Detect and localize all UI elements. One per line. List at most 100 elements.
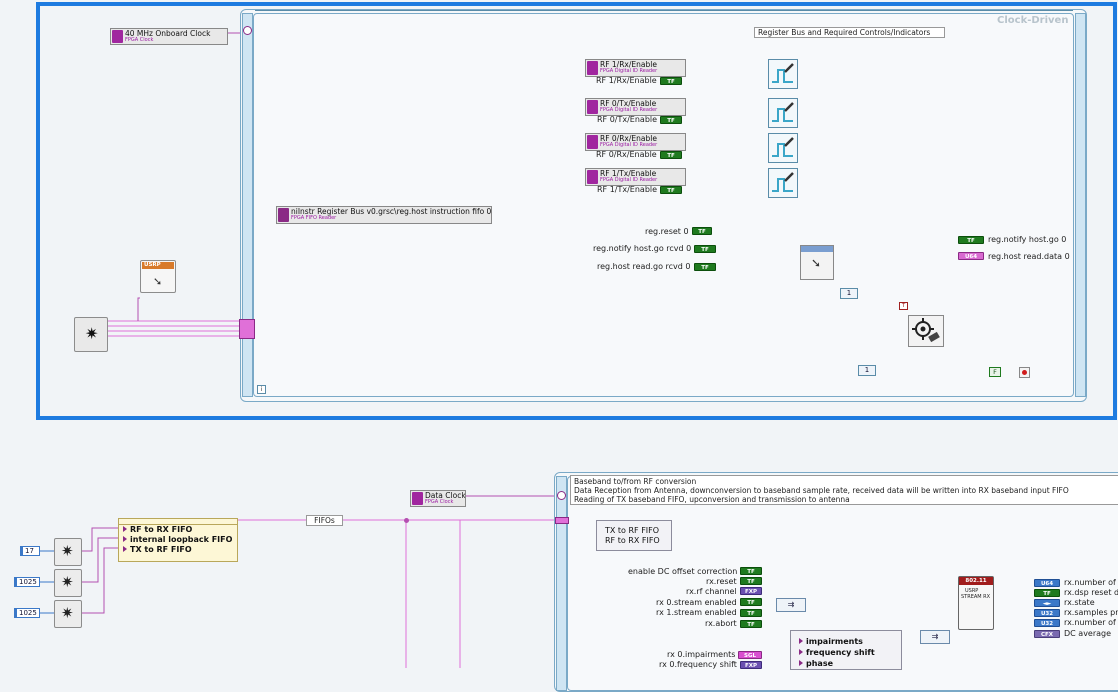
reg-indicator-terminal[interactable]: U64 (958, 252, 984, 260)
reg-control-terminal[interactable]: TF (694, 263, 716, 271)
id-reader-rf1-tx[interactable]: RF 1/Tx/Enable FPGA Digital ID Reader (585, 168, 686, 186)
bundle-item: internal loopback FIFO (123, 535, 232, 544)
rx-control-label: rx.abort (705, 619, 737, 628)
loop-left-bar (242, 13, 253, 397)
register-arrow-icon: ➘ (153, 275, 163, 288)
fifo-reader-title: niInstr Register Bus v0.grsc\reg.host in… (291, 207, 492, 216)
rx-indicator-terminal[interactable]: U32 (1034, 619, 1060, 627)
loop-tunnel-cluster (239, 319, 255, 339)
data-clock-node[interactable]: Data Clock FPGA Clock (410, 490, 466, 507)
rx-control-terminal[interactable]: TF (740, 567, 762, 575)
stop-icon (1022, 370, 1027, 375)
rx-control-label: enable DC offset correction (628, 567, 738, 576)
stream-enable-bundle[interactable]: ⇉ (776, 598, 806, 612)
fifo-create-node[interactable]: ✷ (54, 538, 82, 566)
id-reader-output-label: RF 1/Rx/Enable (596, 76, 657, 85)
id-reader-rf0-tx[interactable]: RF 0/Tx/Enable FPGA Digital ID Reader (585, 98, 686, 116)
id-reader-output-label: RF 0/Rx/Enable (596, 150, 657, 159)
usrp-register-node[interactable]: USRP ➘ (140, 260, 176, 293)
id-reader-title: RF 1/Tx/Enable (600, 169, 657, 178)
stop-condition-terminal[interactable] (1019, 367, 1030, 378)
fifo-reader-subtitle: FPGA FIFO Reader (291, 215, 337, 221)
fifo-create-node[interactable]: ✷ (54, 569, 82, 597)
register-target-vi[interactable] (908, 315, 944, 347)
loop-clock-terminal[interactable] (243, 26, 252, 35)
baseband-comment[interactable]: Baseband to/from RF conversion Data Rece… (570, 475, 1118, 505)
id-reader-output-terminal[interactable]: TF (660, 151, 682, 159)
id-reader-rf1-rx[interactable]: RF 1/Rx/Enable FPGA Digital ID Reader (585, 59, 686, 77)
selection-highlight (36, 2, 1117, 420)
id-reader-output-terminal[interactable]: TF (660, 77, 682, 85)
id-reader-output-label: RF 1/Tx/Enable (597, 185, 658, 194)
reg-control-terminal[interactable]: TF (692, 227, 712, 235)
rx-indicator-terminal[interactable]: U32 (1034, 609, 1060, 617)
write-enable-vi[interactable] (768, 133, 798, 163)
reg-control-label: reg.notify host.go rcvd 0 (593, 244, 692, 253)
write-enable-vi[interactable] (768, 98, 798, 128)
comment-line: Data Reception from Antenna, downconvers… (574, 486, 1069, 495)
rx-control-terminal[interactable]: TF (740, 577, 762, 585)
rx-indicator-terminal[interactable]: CFX (1034, 630, 1060, 638)
impairments-bundle[interactable]: ⇉ (920, 630, 950, 644)
error-stop-terminal[interactable]: T (899, 302, 908, 310)
register-bus-handler-vi[interactable]: ➘ (800, 245, 834, 280)
rx-control-terminal[interactable]: TF (740, 620, 762, 628)
rx-control-terminal[interactable]: TF (740, 598, 762, 606)
comment-line: Baseband to/from RF conversion (574, 477, 697, 486)
unbundle-item: TX to RF FIFO (605, 526, 660, 535)
rx-control-terminal[interactable]: TF (740, 609, 762, 617)
id-reader-output-terminal[interactable]: TF (660, 116, 682, 124)
reg-indicator-terminal[interactable]: TF (958, 236, 984, 244)
write-enable-vi[interactable] (768, 59, 798, 89)
bundle-item: TX to RF FIFO (123, 545, 192, 554)
id-reader-subtitle: FPGA Digital ID Reader (600, 107, 658, 113)
fifo-stack-icon: ✷ (61, 542, 74, 560)
wire-junction (404, 518, 409, 523)
id-reader-rf0-rx[interactable]: RF 0/Rx/Enable FPGA Digital ID Reader (585, 133, 686, 151)
bundle-item-label: TX to RF FIFO (130, 545, 192, 554)
register-bus-comment[interactable]: Register Bus and Required Controls/Indic… (754, 27, 945, 38)
fifos-wire-label[interactable]: FIFOs (306, 515, 343, 526)
shift-register-right[interactable]: 1 (858, 365, 876, 376)
clock-icon (412, 492, 423, 505)
fifo-reader-node[interactable]: niInstr Register Bus v0.grsc\reg.host in… (276, 206, 492, 224)
id-reader-subtitle: FPGA Digital ID Reader (600, 142, 658, 148)
impairment-item-label: impairments (806, 637, 863, 646)
fifo-depth-constant[interactable]: 1025 (14, 608, 40, 618)
pulse-pen-icon (772, 172, 794, 192)
rx-indicator-terminal[interactable]: ◄► (1034, 599, 1060, 607)
reg-control-label: reg.reset 0 (645, 227, 689, 236)
rx-control-label: rx 1.stream enabled (656, 608, 737, 617)
baseband-tunnel (555, 517, 569, 524)
baseband-loop-clock-terminal[interactable] (557, 491, 566, 500)
asterisk-icon: ✷ (85, 324, 99, 343)
shift-register-left[interactable]: 1 (840, 288, 858, 299)
fifo-bundle-cluster[interactable]: RF to RX FIFO internal loopback FIFO TX … (118, 518, 238, 562)
rx-control-label: rx 0.stream enabled (656, 598, 737, 607)
usrp-stream-rx-vi[interactable]: 802.11 USRP STREAM RX (958, 576, 994, 630)
rx-control-label: rx 0.frequency shift (659, 660, 737, 669)
fifo-create-node[interactable]: ✷ (54, 600, 82, 628)
bundle-item: RF to RX FIFO (123, 525, 192, 534)
false-constant[interactable]: F (989, 367, 1001, 377)
pulse-pen-icon (772, 137, 794, 157)
fifo-stack-icon: ✷ (61, 604, 74, 622)
rx-indicator-terminal[interactable]: TF (1034, 589, 1060, 597)
id-reader-title: RF 1/Rx/Enable (600, 60, 657, 69)
write-enable-vi[interactable] (768, 168, 798, 198)
fifo-unbundle[interactable]: TX to RF FIFO RF to RX FIFO (596, 520, 672, 551)
false-constant-label: F (993, 368, 997, 376)
fifo-depth-constant[interactable]: 1025 (14, 577, 40, 587)
register-bus-init-node[interactable]: ✷ (74, 317, 108, 352)
id-reader-output-terminal[interactable]: TF (660, 186, 682, 194)
clock-node-subtitle: FPGA Clock (125, 37, 154, 43)
impairments-cluster[interactable]: impairments frequency shift phase (790, 630, 902, 670)
fifo-depth-constant[interactable]: 17 (20, 546, 40, 556)
rx-indicator-terminal[interactable]: U64 (1034, 579, 1060, 587)
reg-control-terminal[interactable]: TF (694, 245, 716, 253)
rx-indicator-label: DC average (1064, 629, 1112, 638)
onboard-clock-node[interactable]: 40 MHz Onboard Clock FPGA Clock (110, 28, 228, 45)
rx-control-terminal[interactable]: FXP (740, 587, 762, 595)
rx-control-terminal[interactable]: SGL (738, 651, 762, 659)
fifo-depth-value: 17 (25, 547, 34, 555)
